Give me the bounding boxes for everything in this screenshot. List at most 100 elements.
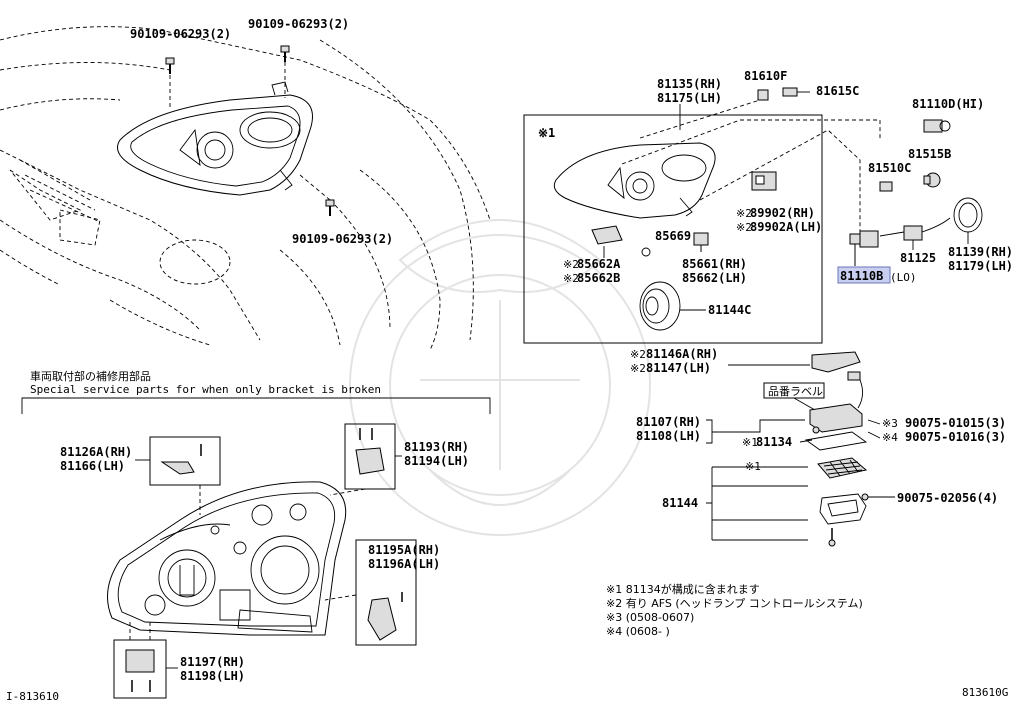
gasket-icon	[804, 431, 868, 451]
hid-bulb-icon	[849, 230, 879, 266]
bracket-81193-icon	[355, 428, 385, 475]
socket-icon	[923, 172, 941, 188]
headlamp-assembly-top-left	[117, 62, 331, 201]
part-label-81610f[interactable]: 81610F	[744, 69, 787, 83]
note-mark: ※2	[630, 348, 646, 361]
part-label-90075-01016[interactable]: 90075-01016(3)	[905, 430, 1006, 444]
note-mark: ※2	[736, 207, 752, 220]
part-label-90109-06293-c[interactable]: 90109-06293(2)	[292, 232, 393, 246]
part-label-81510c[interactable]: 81510C	[868, 161, 911, 175]
swivel-ecu-icon	[591, 225, 623, 245]
projector-unit-icon	[819, 493, 867, 525]
part-label-81135[interactable]: 81135(RH)	[657, 77, 722, 91]
footnote-1: ※1 81134が構成に含まれます	[606, 582, 760, 596]
part-label-81125[interactable]: 81125	[900, 251, 936, 265]
part-label-90109-06293-b[interactable]: 90109-06293(2)	[248, 17, 349, 31]
footnote-3: ※3 (0508-0607)	[606, 611, 694, 624]
part-label-81147[interactable]: 81147(LH)	[646, 361, 711, 375]
hinban-label: 品番ラベル	[768, 385, 823, 398]
lens-grid-icon	[817, 457, 868, 479]
part-label-81175[interactable]: 81175(LH)	[657, 91, 722, 105]
note-mark: ※2	[563, 272, 579, 285]
swivel-motor-icon	[693, 232, 709, 252]
part-label-85669[interactable]: 85669	[655, 229, 691, 243]
note-mark: ※3	[882, 417, 898, 430]
part-label-81196a[interactable]: 81196A(LH)	[368, 557, 440, 571]
diagram-id: I-813610	[6, 690, 59, 703]
part-label-81126a[interactable]: 81126A(RH)	[60, 445, 132, 459]
part-label-81134[interactable]: 81134	[756, 435, 792, 449]
part-suffix-lo: (LO)	[890, 271, 917, 284]
part-label-81195a[interactable]: 81195A(RH)	[368, 543, 440, 557]
assembly-frame	[523, 114, 823, 344]
footnotes: ※1 81134が構成に含まれます ※2 有り AFS (ヘッドランプ コントロ…	[606, 582, 863, 638]
part-label-81197[interactable]: 81197(RH)	[180, 655, 245, 669]
part-label-85662b[interactable]: 85662B	[577, 271, 620, 285]
bracket-box-81195a	[355, 539, 417, 646]
wedge-bulb-icon	[879, 181, 893, 192]
note-mark: ※1	[742, 436, 758, 449]
special-parts-heading-jp: 車両取付部の補修用部品	[30, 369, 151, 383]
part-label-81110d[interactable]: 81110D(HI)	[912, 97, 984, 111]
igniter-cable-icon	[879, 217, 951, 241]
part-label-81144[interactable]: 81144	[662, 496, 698, 510]
part-label-85662a[interactable]: 85662A	[577, 257, 621, 271]
bolt-icon	[280, 45, 290, 62]
note-mark: ※1	[745, 460, 761, 473]
part-label-89902[interactable]: 89902(RH)	[750, 206, 815, 220]
leader-line	[699, 129, 861, 248]
headlamp-housing-rear	[107, 481, 347, 636]
leader-line	[621, 119, 881, 165]
part-label-90075-02056[interactable]: 90075-02056(4)	[897, 491, 998, 505]
projector-lens-icon	[639, 281, 681, 331]
footnote-2: ※2 有り AFS (ヘッドランプ コントロールシステム)	[606, 596, 863, 610]
vehicle-front-illustration	[0, 26, 491, 351]
screw-icon	[828, 528, 836, 547]
part-label-81139[interactable]: 81139(RH)	[948, 245, 1013, 259]
diagram-code: 813610G	[962, 686, 1008, 699]
bolt-icon	[165, 57, 175, 74]
watermark-emblem	[349, 219, 651, 536]
part-label-81166[interactable]: 81166(LH)	[60, 459, 125, 473]
part-label-81107[interactable]: 81107(RH)	[636, 415, 701, 429]
leveling-actuator-icon	[751, 171, 777, 191]
part-label-81108[interactable]: 81108(LH)	[636, 429, 701, 443]
bracket-81197-icon	[125, 649, 155, 692]
part-label-81615c[interactable]: 81615C	[816, 84, 859, 98]
highlight-81110b	[837, 266, 891, 284]
grommet-icon	[641, 247, 651, 257]
part-label-81146a[interactable]: 81146A(RH)	[646, 347, 718, 361]
part-label-81515b[interactable]: 81515B	[908, 147, 951, 161]
screw-icon	[812, 426, 820, 434]
part-label-85662[interactable]: 85662(LH)	[682, 271, 747, 285]
bracket-box-81126a	[149, 436, 221, 486]
part-label-89902a[interactable]: 89902A(LH)	[750, 220, 822, 234]
part-label-90075-01015[interactable]: 90075-01015(3)	[905, 416, 1006, 430]
bulb-cover-icon	[953, 197, 983, 233]
footnote-4: ※4 (0608- )	[606, 625, 670, 638]
note-mark: ※2	[630, 362, 646, 375]
bulb-socket-icon	[757, 89, 769, 101]
part-label-81194[interactable]: 81194(LH)	[404, 454, 469, 468]
ballast-icon	[809, 371, 863, 433]
part-label-81193[interactable]: 81193(RH)	[404, 440, 469, 454]
part-label-81110b[interactable]: 81110B	[840, 269, 883, 283]
note-mark: ※1	[538, 126, 555, 140]
bolt-icon	[325, 199, 335, 216]
bracket-81126a-icon	[160, 444, 202, 475]
part-label-90109-06293-a[interactable]: 90109-06293(2)	[130, 27, 231, 41]
bulb-icon	[782, 87, 810, 97]
headlamp-assembly-exploded	[553, 142, 716, 219]
part-label-81198[interactable]: 81198(LH)	[180, 669, 245, 683]
bracket-box-81193	[344, 423, 396, 490]
special-parts-heading-en: Special service parts for when only brac…	[30, 383, 381, 396]
part-label-85661[interactable]: 85661(RH)	[682, 257, 747, 271]
note-mark: ※2	[563, 258, 579, 271]
special-parts-bracket	[21, 397, 491, 414]
part-label-81144c[interactable]: 81144C	[708, 303, 751, 317]
note-mark: ※2	[736, 221, 752, 234]
part-label-81179[interactable]: 81179(LH)	[948, 259, 1013, 273]
hi-bulb-icon	[923, 119, 951, 133]
